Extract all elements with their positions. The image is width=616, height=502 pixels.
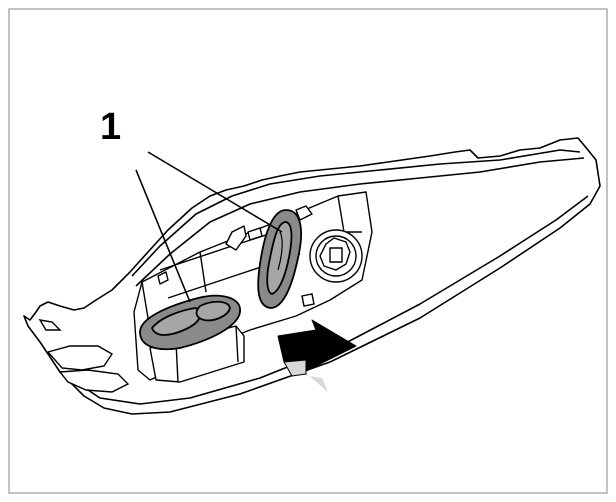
leader-line-upper-button [147,151,283,233]
panel-end-cap [38,319,130,393]
switch-button-lower [139,294,241,351]
arrow-icon [277,319,357,392]
callout-number: 1 [100,106,122,148]
figure-border [8,8,608,494]
mirror-adjust-knob [301,229,363,307]
callout-leaders [135,151,283,303]
switch-button-upper [257,209,303,309]
leader-line-lower-button [135,169,191,303]
